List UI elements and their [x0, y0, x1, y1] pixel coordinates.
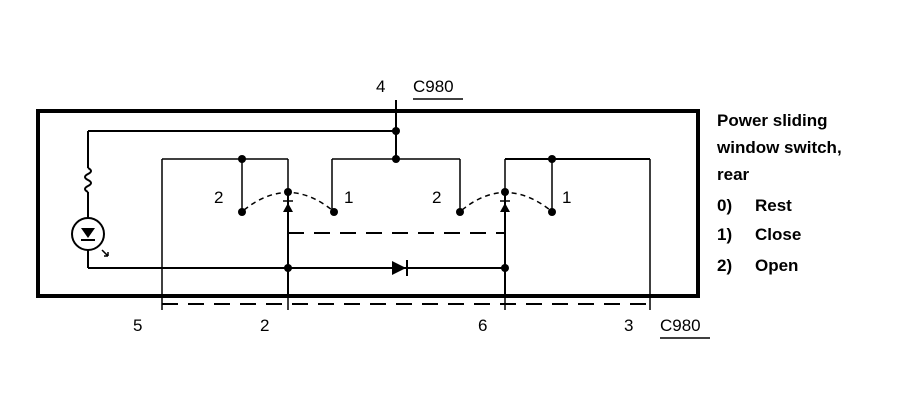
diode-icon: [392, 261, 406, 275]
junction-dot: [284, 264, 292, 272]
resistor-icon: [84, 167, 92, 193]
junction-dot: [548, 155, 556, 163]
position-number: 2): [717, 256, 732, 275]
position-label: Rest: [755, 196, 792, 215]
led-diode-icon: [81, 228, 95, 238]
position-number: 1): [717, 225, 732, 244]
connector-bottom-label: C980: [660, 316, 701, 335]
junction-dot: [238, 155, 246, 163]
switch-title-line: window switch,: [716, 138, 842, 157]
pin-6-label: 6: [478, 316, 487, 335]
connector-top-label: C980: [413, 77, 454, 96]
pin-2-label: 2: [260, 316, 269, 335]
pin-4-label: 4: [376, 77, 385, 96]
left-contact-open-label: 2: [214, 188, 223, 207]
pin-5-label: 5: [133, 316, 142, 335]
junction-dot: [392, 127, 400, 135]
left-contact-close-label: 1: [344, 188, 353, 207]
position-number: 0): [717, 196, 732, 215]
position-label: Open: [755, 256, 798, 275]
led-emission-icon: [101, 249, 109, 257]
position-label: Close: [755, 225, 801, 244]
switch-housing: [36, 109, 700, 298]
switch-title-line: Power sliding: [717, 111, 828, 130]
junction-dot: [501, 264, 509, 272]
left-contact-close: [330, 208, 338, 216]
junction-dot: [392, 155, 400, 163]
switch-title-line: rear: [717, 165, 750, 184]
right-contact-open-label: 2: [432, 188, 441, 207]
right-contact-close: [548, 208, 556, 216]
right-contact-close-label: 1: [562, 188, 571, 207]
pin-3-label: 3: [624, 316, 633, 335]
